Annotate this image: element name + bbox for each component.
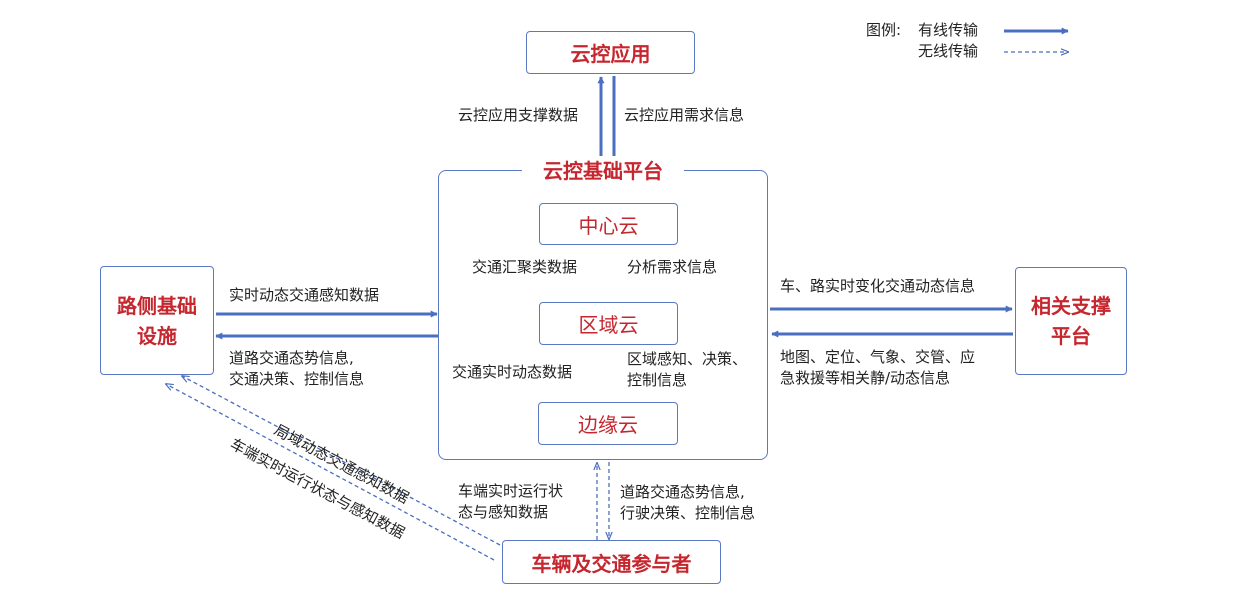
node-roadside-label-1: 路侧基础: [117, 293, 197, 318]
label-support-in: 车、路实时变化交通动态信息: [780, 277, 976, 295]
node-edge-cloud-label: 边缘云: [578, 413, 638, 437]
label-analysis-demand: 分析需求信息: [627, 258, 718, 276]
legend-wireless-label: 无线传输: [918, 42, 979, 60]
label-roadside-down-2: 交通决策、控制信息: [229, 370, 365, 388]
label-realtime-traffic-data: 交通实时动态数据: [452, 363, 573, 381]
node-region-cloud-label: 区域云: [578, 313, 639, 337]
label-roadside-down-1: 道路交通态势信息,: [229, 349, 354, 367]
node-support-label-1: 相关支撑: [1031, 294, 1111, 318]
node-vehicles-label: 车辆及交通参与者: [531, 551, 692, 576]
node-support-label-2: 平台: [1051, 324, 1091, 348]
node-center-cloud: 中心云: [539, 203, 678, 245]
label-vehicle-up-2: 态与感知数据: [458, 503, 549, 521]
node-cloud-app-label: 云控应用: [570, 42, 651, 66]
node-roadside: 路侧基础 设施: [100, 266, 214, 375]
node-platform-title: 云控基础平台: [522, 156, 684, 186]
node-vehicles: 车辆及交通参与者: [502, 540, 721, 584]
node-edge-cloud: 边缘云: [538, 402, 678, 445]
legend-wired-label: 有线传输: [918, 21, 979, 39]
label-vehicle-down-1: 道路交通态势信息,: [620, 483, 745, 501]
label-vehicle-down-2: 行驶决策、控制信息: [620, 504, 756, 522]
label-region-info-1: 区域感知、决策、: [627, 350, 748, 368]
node-cloud-app: 云控应用: [526, 31, 695, 74]
label-vehicle-up-1: 车端实时运行状: [458, 482, 564, 500]
label-app-support-data: 云控应用支撑数据: [458, 106, 579, 124]
label-region-info-2: 控制信息: [627, 371, 688, 389]
arrow-diag-vehicle-status: [166, 384, 495, 561]
node-roadside-label-2: 设施: [137, 323, 177, 348]
node-center-cloud-label: 中心云: [578, 213, 639, 238]
legend-title: 图例:: [866, 21, 902, 39]
label-support-out-1: 地图、定位、气象、交管、应: [780, 348, 976, 366]
label-support-out-2: 急救援等相关静/动态信息: [780, 369, 951, 387]
label-traffic-agg-data: 交通汇聚类数据: [472, 258, 578, 276]
label-roadside-up: 实时动态交通感知数据: [229, 286, 380, 304]
node-region-cloud: 区域云: [539, 302, 678, 345]
node-support-platform: 相关支撑 平台: [1015, 267, 1127, 375]
label-app-demand-info: 云控应用需求信息: [624, 106, 745, 124]
